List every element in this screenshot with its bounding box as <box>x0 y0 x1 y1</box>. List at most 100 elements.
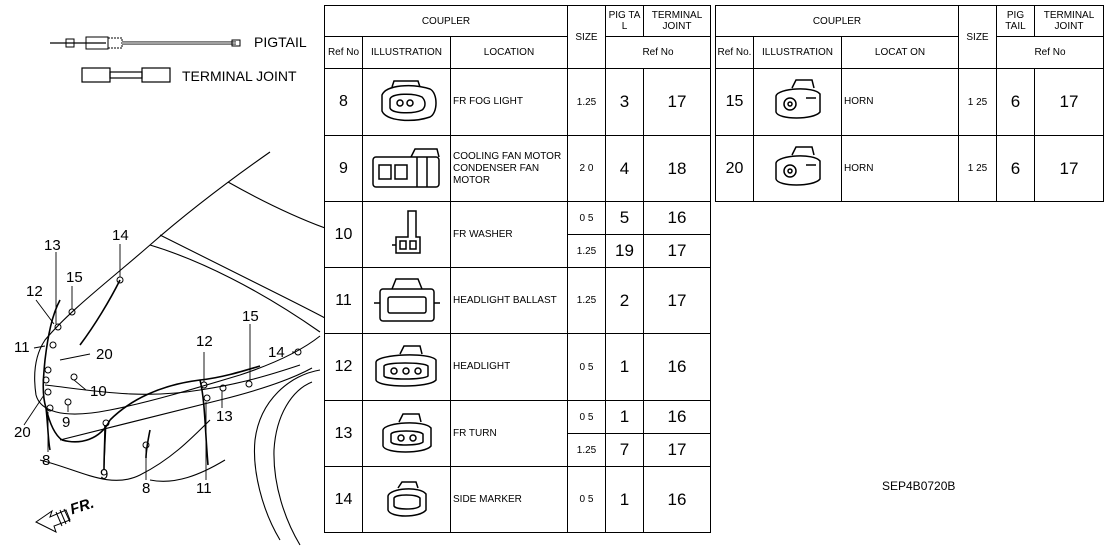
coupler-illustration <box>362 201 451 268</box>
row-pigtail: 1 <box>605 466 644 533</box>
row-terminal-joint: 17 <box>643 433 711 467</box>
row-pigtail: 6 <box>996 68 1035 136</box>
diagram-code: SEP4B0720B <box>882 479 956 493</box>
coupler-illustration <box>362 267 451 334</box>
coupler-11-icon <box>373 277 440 322</box>
coupler-12-icon <box>374 345 437 387</box>
header-ref-no: Ref No <box>324 36 363 69</box>
row-terminal-joint: 16 <box>643 466 711 533</box>
header-illustration: ILLUSTRATION <box>753 36 842 69</box>
row-ref: 12 <box>324 333 363 401</box>
row-pigtail: 7 <box>605 433 644 467</box>
row-location: FR WASHER <box>450 201 568 268</box>
row-ref: 11 <box>324 267 363 334</box>
row-ref: 13 <box>324 400 363 467</box>
legend-symbols <box>50 36 241 83</box>
table-row: 14 SIDE MARKER 0 5 1 16 <box>324 466 711 533</box>
callout-8-lower: 8 <box>142 480 151 497</box>
row-ref: 10 <box>324 201 363 268</box>
pigtail-symbol <box>50 36 241 50</box>
coupler-10-icon <box>391 209 421 254</box>
header-illustration: ILLUSTRATION <box>362 36 451 69</box>
row-size: 0 5 <box>567 333 606 401</box>
bumper-upper <box>59 367 313 441</box>
header-coupler: COUPLER <box>715 5 959 37</box>
row-pigtail: 1 <box>605 400 644 434</box>
coupler-illustration <box>362 68 451 136</box>
row-location: COOLING FAN MOTOR CONDENSER FAN MOTOR <box>450 135 568 202</box>
coupler-9-icon <box>371 147 440 188</box>
row-ref: 9 <box>324 135 363 202</box>
row-size: 0 5 <box>567 201 606 235</box>
callout-12: 12 <box>26 283 43 300</box>
coupler-illustration <box>753 135 842 202</box>
coupler-illustration <box>753 68 842 136</box>
row-ref: 14 <box>324 466 363 533</box>
coupler-20-icon <box>774 145 821 186</box>
row-location: FR FOG LIGHT <box>450 68 568 136</box>
row-pigtail: 19 <box>605 234 644 268</box>
callout-20: 20 <box>96 346 113 363</box>
row-terminal-joint: 16 <box>643 333 711 401</box>
coupler-table-left: COUPLER SIZE PIG TA L TERMINAL JOINT Ref… <box>324 5 711 533</box>
row-pigtail: 1 <box>605 333 644 401</box>
callout-14-right: 14 <box>268 344 285 361</box>
leader-lines <box>23 244 295 480</box>
hood-edge-left <box>34 151 271 396</box>
row-size: 1 25 <box>958 68 997 136</box>
callout-8: 8 <box>42 452 51 469</box>
coupler-illustration <box>362 135 451 202</box>
callout-12-right: 12 <box>196 333 213 350</box>
row-size: 1.25 <box>567 267 606 334</box>
coupler-illustration <box>362 466 451 533</box>
coupler-15-icon <box>774 79 821 119</box>
row-terminal-joint: 17 <box>1034 68 1104 136</box>
coupler-8-icon <box>380 80 437 122</box>
table-row: 1.25 7 17 <box>325 433 711 467</box>
row-size: 1.25 <box>567 68 606 136</box>
header-location: LOCAT ON <box>841 36 959 69</box>
header-ref-no: Ref No. <box>715 36 754 69</box>
header-ref-no-2: Ref No <box>605 36 711 69</box>
row-pigtail: 3 <box>605 68 644 136</box>
header-size: SIZE <box>958 5 997 69</box>
row-terminal-joint: 17 <box>1034 135 1104 202</box>
callout-20-lower: 20 <box>14 424 31 441</box>
hood-front <box>35 335 321 415</box>
coupler-table-right: COUPLER SIZE PIG TAIL TERMINAL JOINT Ref… <box>715 5 1104 202</box>
coupler-illustration <box>362 333 451 401</box>
row-size: 1.25 <box>567 433 606 467</box>
callout-11: 11 <box>14 339 30 356</box>
row-size: 0 5 <box>567 400 606 434</box>
callout-9-lower: 9 <box>100 466 109 483</box>
callout-15: 15 <box>66 269 83 286</box>
callout-13-right: 13 <box>216 408 233 425</box>
callout-14: 14 <box>112 227 129 244</box>
callout-15-right: 15 <box>242 308 259 325</box>
header-ref-no-2: Ref No <box>996 36 1104 69</box>
car-front-diagram <box>23 151 325 546</box>
row-terminal-joint: 18 <box>643 135 711 202</box>
callout-10: 10 <box>90 383 107 400</box>
header-terminal-joint: TERMINAL JOINT <box>643 5 711 37</box>
row-ref: 20 <box>715 135 754 202</box>
table-row: 8 FR FOG LIGHT 1.25 3 17 <box>324 68 711 136</box>
header-pigtail: PIG TA L <box>605 5 644 37</box>
row-terminal-joint: 16 <box>643 400 711 434</box>
row-pigtail: 4 <box>605 135 644 202</box>
row-pigtail: 6 <box>996 135 1035 202</box>
callout-9: 9 <box>62 414 71 431</box>
front-arrow-icon <box>35 508 71 533</box>
row-size: 1.25 <box>567 234 606 268</box>
header-size: SIZE <box>567 5 606 69</box>
table-row: 13 FR TURN 0 5 1 16 <box>324 400 711 467</box>
row-location: HEADLIGHT <box>450 333 568 401</box>
row-terminal-joint: 17 <box>643 267 711 334</box>
table-row: 9 COOLING FAN MOTOR CONDENSER FAN MOTOR … <box>324 135 711 202</box>
row-ref: 8 <box>324 68 363 136</box>
table-row: 12 HEADLIGHT 0 5 1 16 <box>324 333 711 401</box>
windshield-base <box>227 181 325 229</box>
header-terminal-joint: TERMINAL JOINT <box>1034 5 1104 37</box>
table-row: 20 HORN 1 25 6 17 <box>715 135 1104 202</box>
row-pigtail: 5 <box>605 201 644 235</box>
